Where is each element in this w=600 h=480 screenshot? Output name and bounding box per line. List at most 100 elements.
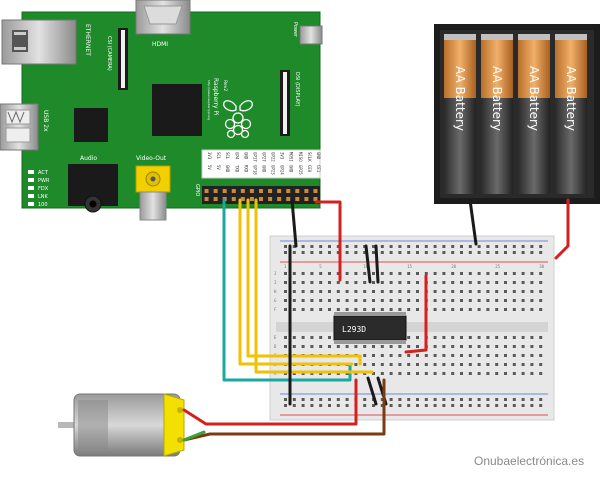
usb-label: USB 2x <box>42 110 49 132</box>
gpio-bottom-label: GP18 <box>252 165 257 175</box>
row-letter: H <box>274 289 277 294</box>
ethernet-port <box>1 19 77 65</box>
column-number: 15 <box>407 264 412 269</box>
dsi-label: DSI (DISPLAY) <box>294 72 300 107</box>
row-letter: D <box>274 344 277 349</box>
raspberry-pi-board: ETHERNET USB 2x HDMI Power CSI (CAMERA) <box>0 0 323 221</box>
ethernet-label: ETHERNET <box>84 24 91 56</box>
gpio-pin <box>268 189 273 193</box>
watermark: Onubaelectrónica.es <box>474 454 585 468</box>
row-letter: I <box>274 280 277 285</box>
column-number: 10 <box>363 264 368 269</box>
gpio-pin <box>204 189 209 193</box>
gpio-pin <box>295 197 300 201</box>
gpio-pin <box>259 189 263 193</box>
soc-chip <box>152 84 202 136</box>
gpio-pin <box>277 197 282 201</box>
audio-jack <box>68 164 118 213</box>
csi-label: CSI (CAMERA) <box>106 36 112 71</box>
battery-pack: AA Battery AA Battery AA Battery AA Battery <box>434 24 600 204</box>
gpio-pin <box>313 197 318 201</box>
aa-battery: AA Battery <box>555 34 587 194</box>
row-letter: J <box>274 271 276 276</box>
gpio-top-label: SCL <box>225 152 230 160</box>
gpio-pin <box>231 189 236 193</box>
gpio-top-label: MISO <box>298 152 303 162</box>
ic-label: L293D <box>342 325 366 334</box>
battery-label: AA Battery <box>527 66 541 131</box>
gpio-bottom-label: GND <box>262 165 267 173</box>
led-label: 100 <box>38 202 48 208</box>
status-leds <box>28 170 34 206</box>
wires <box>182 198 570 442</box>
aa-battery: AA Battery <box>481 34 513 194</box>
video-label: Video-Out <box>136 155 167 162</box>
battery-label: AA Battery <box>564 66 578 131</box>
column-number: 5 <box>319 264 322 269</box>
battery-label: AA Battery <box>453 66 467 131</box>
micro-usb-power <box>299 25 323 45</box>
row-letter: F <box>274 307 277 312</box>
gpio-pin <box>286 197 291 201</box>
hdmi-label: HDMI <box>152 41 168 48</box>
gpio-pin <box>240 197 245 201</box>
gpio-pin <box>204 197 209 201</box>
aa-battery: AA Battery <box>444 34 476 194</box>
gpio-bottom-label: GP25 <box>298 165 303 175</box>
gpio-pin <box>295 189 300 193</box>
gpio-pin <box>268 197 273 201</box>
gpio-pin <box>240 189 245 193</box>
gpio-top-label: MOSI <box>289 152 294 162</box>
csi-camera-connector <box>118 28 128 90</box>
row-letter: E <box>274 335 277 340</box>
column-number: 20 <box>451 264 456 269</box>
gpio-bottom-label: CE1 <box>316 165 321 173</box>
gpio-pin <box>286 189 291 193</box>
dc-motor <box>58 393 185 457</box>
l293d-ic: L293D <box>333 312 407 344</box>
gpio-top-label: SCL <box>216 152 221 160</box>
rev-label: Rev2 <box>222 80 228 91</box>
gpio-top-label: GP17 <box>252 152 257 162</box>
gpio-bottom-label: GP23 <box>271 165 276 175</box>
gpio-top-label: 3V3 <box>280 152 285 160</box>
led-label: FDX <box>38 186 49 192</box>
video-out-rca <box>135 165 171 221</box>
gpio-pin <box>222 189 227 193</box>
gpio-top-label: 3V3 <box>207 152 212 160</box>
brand-label: Raspberry Pi <box>212 78 219 116</box>
gpio-top-label: GP4 <box>234 152 239 160</box>
gpio-label: GPIO <box>194 184 200 196</box>
gpio-top-label: GP22 <box>271 152 276 162</box>
gpio-top-label: SCLK <box>307 152 312 162</box>
gpio-bottom-label: GP24 <box>280 165 285 175</box>
aa-battery: AA Battery <box>518 34 550 194</box>
gpio-pin <box>304 189 309 193</box>
usb-port <box>0 103 39 151</box>
dsi-display-connector <box>280 70 290 136</box>
gpio-pin <box>249 189 254 193</box>
gpio-pin <box>277 189 282 193</box>
gpio-pin <box>213 189 218 193</box>
gpio-pin <box>304 197 309 201</box>
led-label: LNK <box>38 194 49 200</box>
audio-label: Audio <box>80 155 97 162</box>
raspberry-pi-logo <box>223 100 253 139</box>
gpio-pin <box>313 189 318 193</box>
power-label: Power <box>292 22 298 38</box>
led-label: PWR <box>38 178 50 184</box>
gpio-top-label: GND <box>243 152 248 160</box>
gpio-top-label: GP27 <box>262 152 267 162</box>
gpio-bottom-label: GND <box>225 165 230 173</box>
gpio-bottom-label: RXD <box>243 165 248 173</box>
gpio-pin <box>231 197 236 201</box>
column-number: 25 <box>495 264 500 269</box>
gpio-bottom-label: 5V <box>216 165 221 170</box>
gpio-bottom-label: GND <box>289 165 294 173</box>
gpio-pin <box>249 197 254 201</box>
battery-label: AA Battery <box>490 66 504 131</box>
